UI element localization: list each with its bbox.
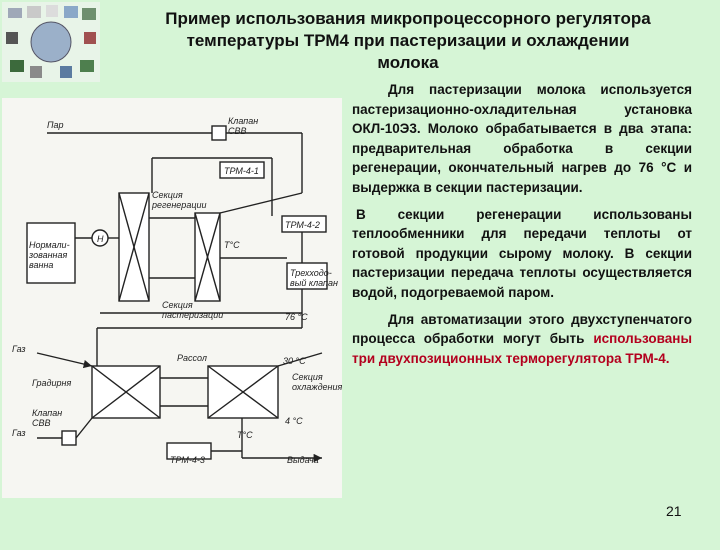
label-trm41: ТРМ-4-1 — [224, 166, 259, 176]
paragraph-1: Для пастеризации молока используется пас… — [352, 82, 692, 195]
paragraph-3-plain: Для автоматизации этого двухступенчатого… — [352, 311, 692, 347]
paragraph-3: Для автоматизации этого двухступенчатого… — [352, 310, 692, 369]
label-t-c-1: Т°С — [224, 240, 240, 250]
label-trm42: ТРМ-4-2 — [285, 220, 320, 230]
label-par: Пар — [47, 120, 64, 130]
label-rassol: Рассол — [177, 353, 207, 363]
label-vydacha: Выдача — [287, 455, 319, 465]
paragraph-3-highlight: использованы три двухпозиционных терморе… — [352, 331, 692, 366]
label-t-c-2: Т°С — [237, 430, 253, 440]
paragraph-2: В секции регенерации использованы теплоо… — [352, 206, 692, 300]
label-t4: 4 °С — [285, 416, 303, 426]
page-number: 21 — [666, 503, 682, 519]
logo-image — [2, 2, 100, 82]
label-gradirnya: Градирня — [32, 378, 71, 388]
text-column: Для пастеризации молока используется пас… — [352, 80, 692, 550]
label-gaz1: Газ — [12, 344, 26, 354]
label-t30: 30 °С — [283, 356, 306, 366]
label-h: Н — [97, 234, 104, 244]
label-trm43: ТРМ-4-3 — [170, 455, 205, 465]
label-gaz2: Газ — [12, 428, 26, 438]
label-trehhod: Трехходо-вый клапан — [290, 268, 338, 288]
label-t76: 76 °С — [285, 312, 308, 322]
page-title: Пример использования микропроцессорного … — [165, 9, 651, 72]
